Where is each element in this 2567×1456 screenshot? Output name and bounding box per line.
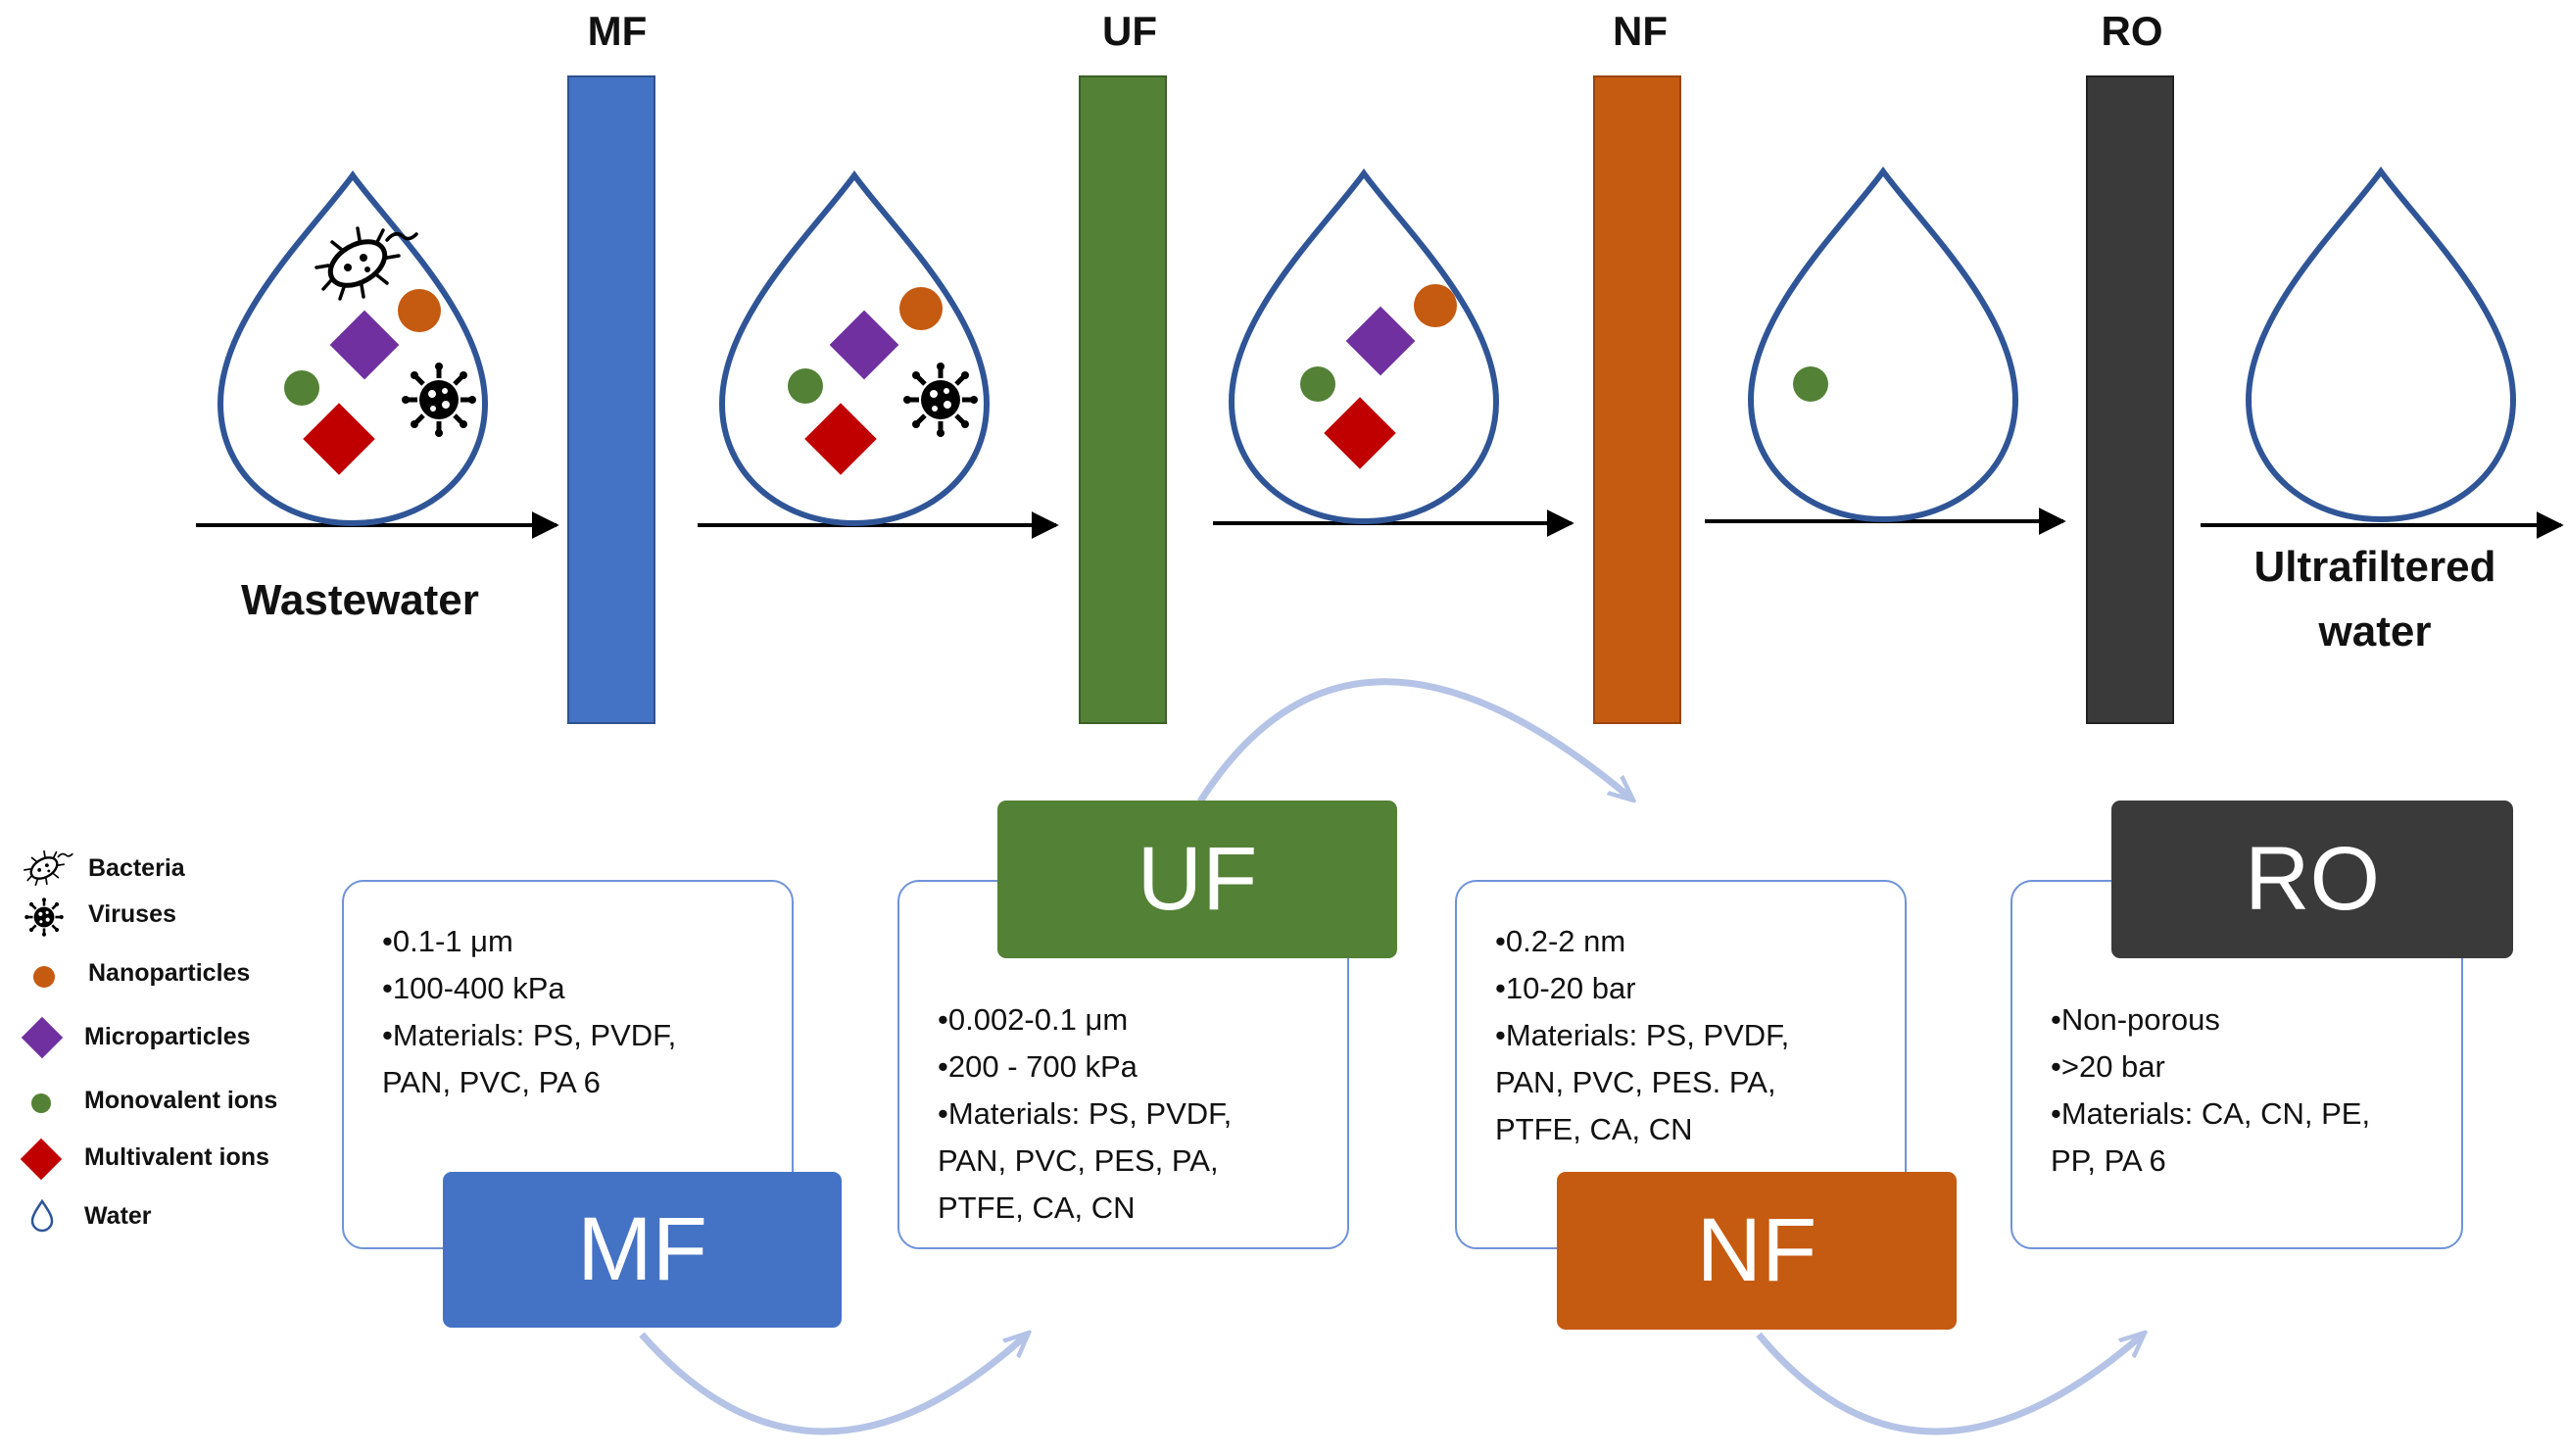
legend-label-multivalent-ions: Multivalent ions xyxy=(84,1143,269,1171)
wastewater-droplet xyxy=(220,175,485,523)
legend-label-monovalent-ions: Monovalent ions xyxy=(84,1087,278,1114)
cycle-arrow xyxy=(1197,678,1631,801)
nf-pore-size: •0.2-2 nm xyxy=(1495,924,1626,958)
uf-materials: •Materials: PS, PVDF, xyxy=(938,1096,1233,1131)
after-mf-droplet xyxy=(722,175,987,523)
cycle-arrows xyxy=(639,678,2143,1435)
nf-materials-cont2: PTFE, CA, CN xyxy=(1495,1112,1693,1146)
mf-badge: MF xyxy=(443,1172,842,1328)
cycle-arrow xyxy=(639,1335,1027,1435)
legend-label-water: Water xyxy=(84,1202,152,1230)
multivalent-ion-icon xyxy=(303,403,375,475)
nf-membrane-bar xyxy=(1593,75,1681,724)
after-uf-droplet xyxy=(1232,173,1496,521)
virus-icon xyxy=(23,896,66,939)
monovalent-ion-icon xyxy=(284,370,319,406)
nanoparticle-icon xyxy=(899,287,943,330)
bacteria-icon xyxy=(23,849,74,887)
mf-pore-size: •0.1-1 μm xyxy=(382,924,513,958)
monovalent-ion-icon xyxy=(1793,366,1828,402)
multivalent-ion-icon xyxy=(20,1138,63,1181)
ro-membrane-bar xyxy=(2086,75,2174,724)
uf-membrane-bar xyxy=(1079,75,1167,724)
virus-icon xyxy=(402,363,476,437)
ro-pressure: •>20 bar xyxy=(2051,1049,2165,1084)
nf-badge: NF xyxy=(1557,1172,1957,1330)
mf-membrane-bar xyxy=(567,75,655,724)
microparticle-icon xyxy=(1345,306,1416,376)
flow-arrows xyxy=(196,508,2564,539)
nf-materials-cont: PAN, PVC, PES. PA, xyxy=(1495,1065,1776,1099)
mf-info-list: •0.1-1 μm •100-400 kPa •Materials: PS, P… xyxy=(382,918,754,1106)
mf-pressure: •100-400 kPa xyxy=(382,971,565,1005)
clean-water-droplet xyxy=(2249,171,2513,519)
nf-title: NF xyxy=(1613,8,1668,54)
ro-title: RO xyxy=(2101,8,2163,54)
nanoparticle-icon xyxy=(33,966,55,988)
uf-badge: UF xyxy=(997,801,1397,958)
after-nf-droplet xyxy=(1751,171,2015,519)
uf-info-list: •0.002-0.1 μm •200 - 700 kPa •Materials:… xyxy=(938,996,1308,1232)
uf-pressure: •200 - 700 kPa xyxy=(938,1049,1138,1084)
legend-label-microparticles: Microparticles xyxy=(84,1023,251,1050)
legend-label-viruses: Viruses xyxy=(88,900,176,928)
virus-icon xyxy=(903,363,978,437)
mf-title: MF xyxy=(587,8,648,54)
ro-badge: RO xyxy=(2111,801,2513,958)
multivalent-ion-icon xyxy=(804,403,877,475)
nanoparticle-icon xyxy=(398,289,441,332)
legend-label-nanoparticles: Nanoparticles xyxy=(88,959,251,987)
legend-label-bacteria: Bacteria xyxy=(88,854,185,882)
nf-info-list: •0.2-2 nm •10-20 bar •Materials: PS, PVD… xyxy=(1495,918,1867,1153)
ro-info-list: •Non-porous •>20 bar •Materials: CA, CN,… xyxy=(2051,996,2425,1185)
nanoparticle-icon xyxy=(1414,284,1457,327)
ro-pore-size: •Non-porous xyxy=(2051,1002,2220,1037)
nf-pressure: •10-20 bar xyxy=(1495,971,1636,1005)
mf-materials-cont: PAN, PVC, PA 6 xyxy=(382,1065,601,1099)
cycle-arrow xyxy=(1756,1335,2143,1435)
uf-materials-cont: PAN, PVC, PES, PA, xyxy=(938,1143,1219,1178)
microparticle-icon xyxy=(21,1016,64,1059)
ultrafiltered-water-label: Ultrafiltered water xyxy=(2234,535,2516,664)
wastewater-label: Wastewater xyxy=(241,576,479,624)
monovalent-ion-icon xyxy=(788,368,823,404)
output-label-line2: water xyxy=(2318,607,2432,655)
multivalent-ion-icon xyxy=(1324,397,1396,469)
uf-title: UF xyxy=(1102,8,1157,54)
legend-icons xyxy=(20,849,74,1233)
output-label-line1: Ultrafiltered xyxy=(2253,543,2496,591)
ro-materials: •Materials: CA, CN, PE, xyxy=(2051,1096,2371,1131)
uf-pore-size: •0.002-0.1 μm xyxy=(938,1002,1129,1037)
nf-materials: •Materials: PS, PVDF, xyxy=(1495,1018,1790,1052)
water-drop-icon xyxy=(30,1198,54,1233)
monovalent-ion-icon xyxy=(1300,366,1335,402)
mf-materials: •Materials: PS, PVDF, xyxy=(382,1018,677,1052)
monovalent-ion-icon xyxy=(31,1093,51,1113)
uf-materials-cont2: PTFE, CA, CN xyxy=(938,1190,1136,1225)
ro-materials-cont: PP, PA 6 xyxy=(2051,1143,2166,1178)
